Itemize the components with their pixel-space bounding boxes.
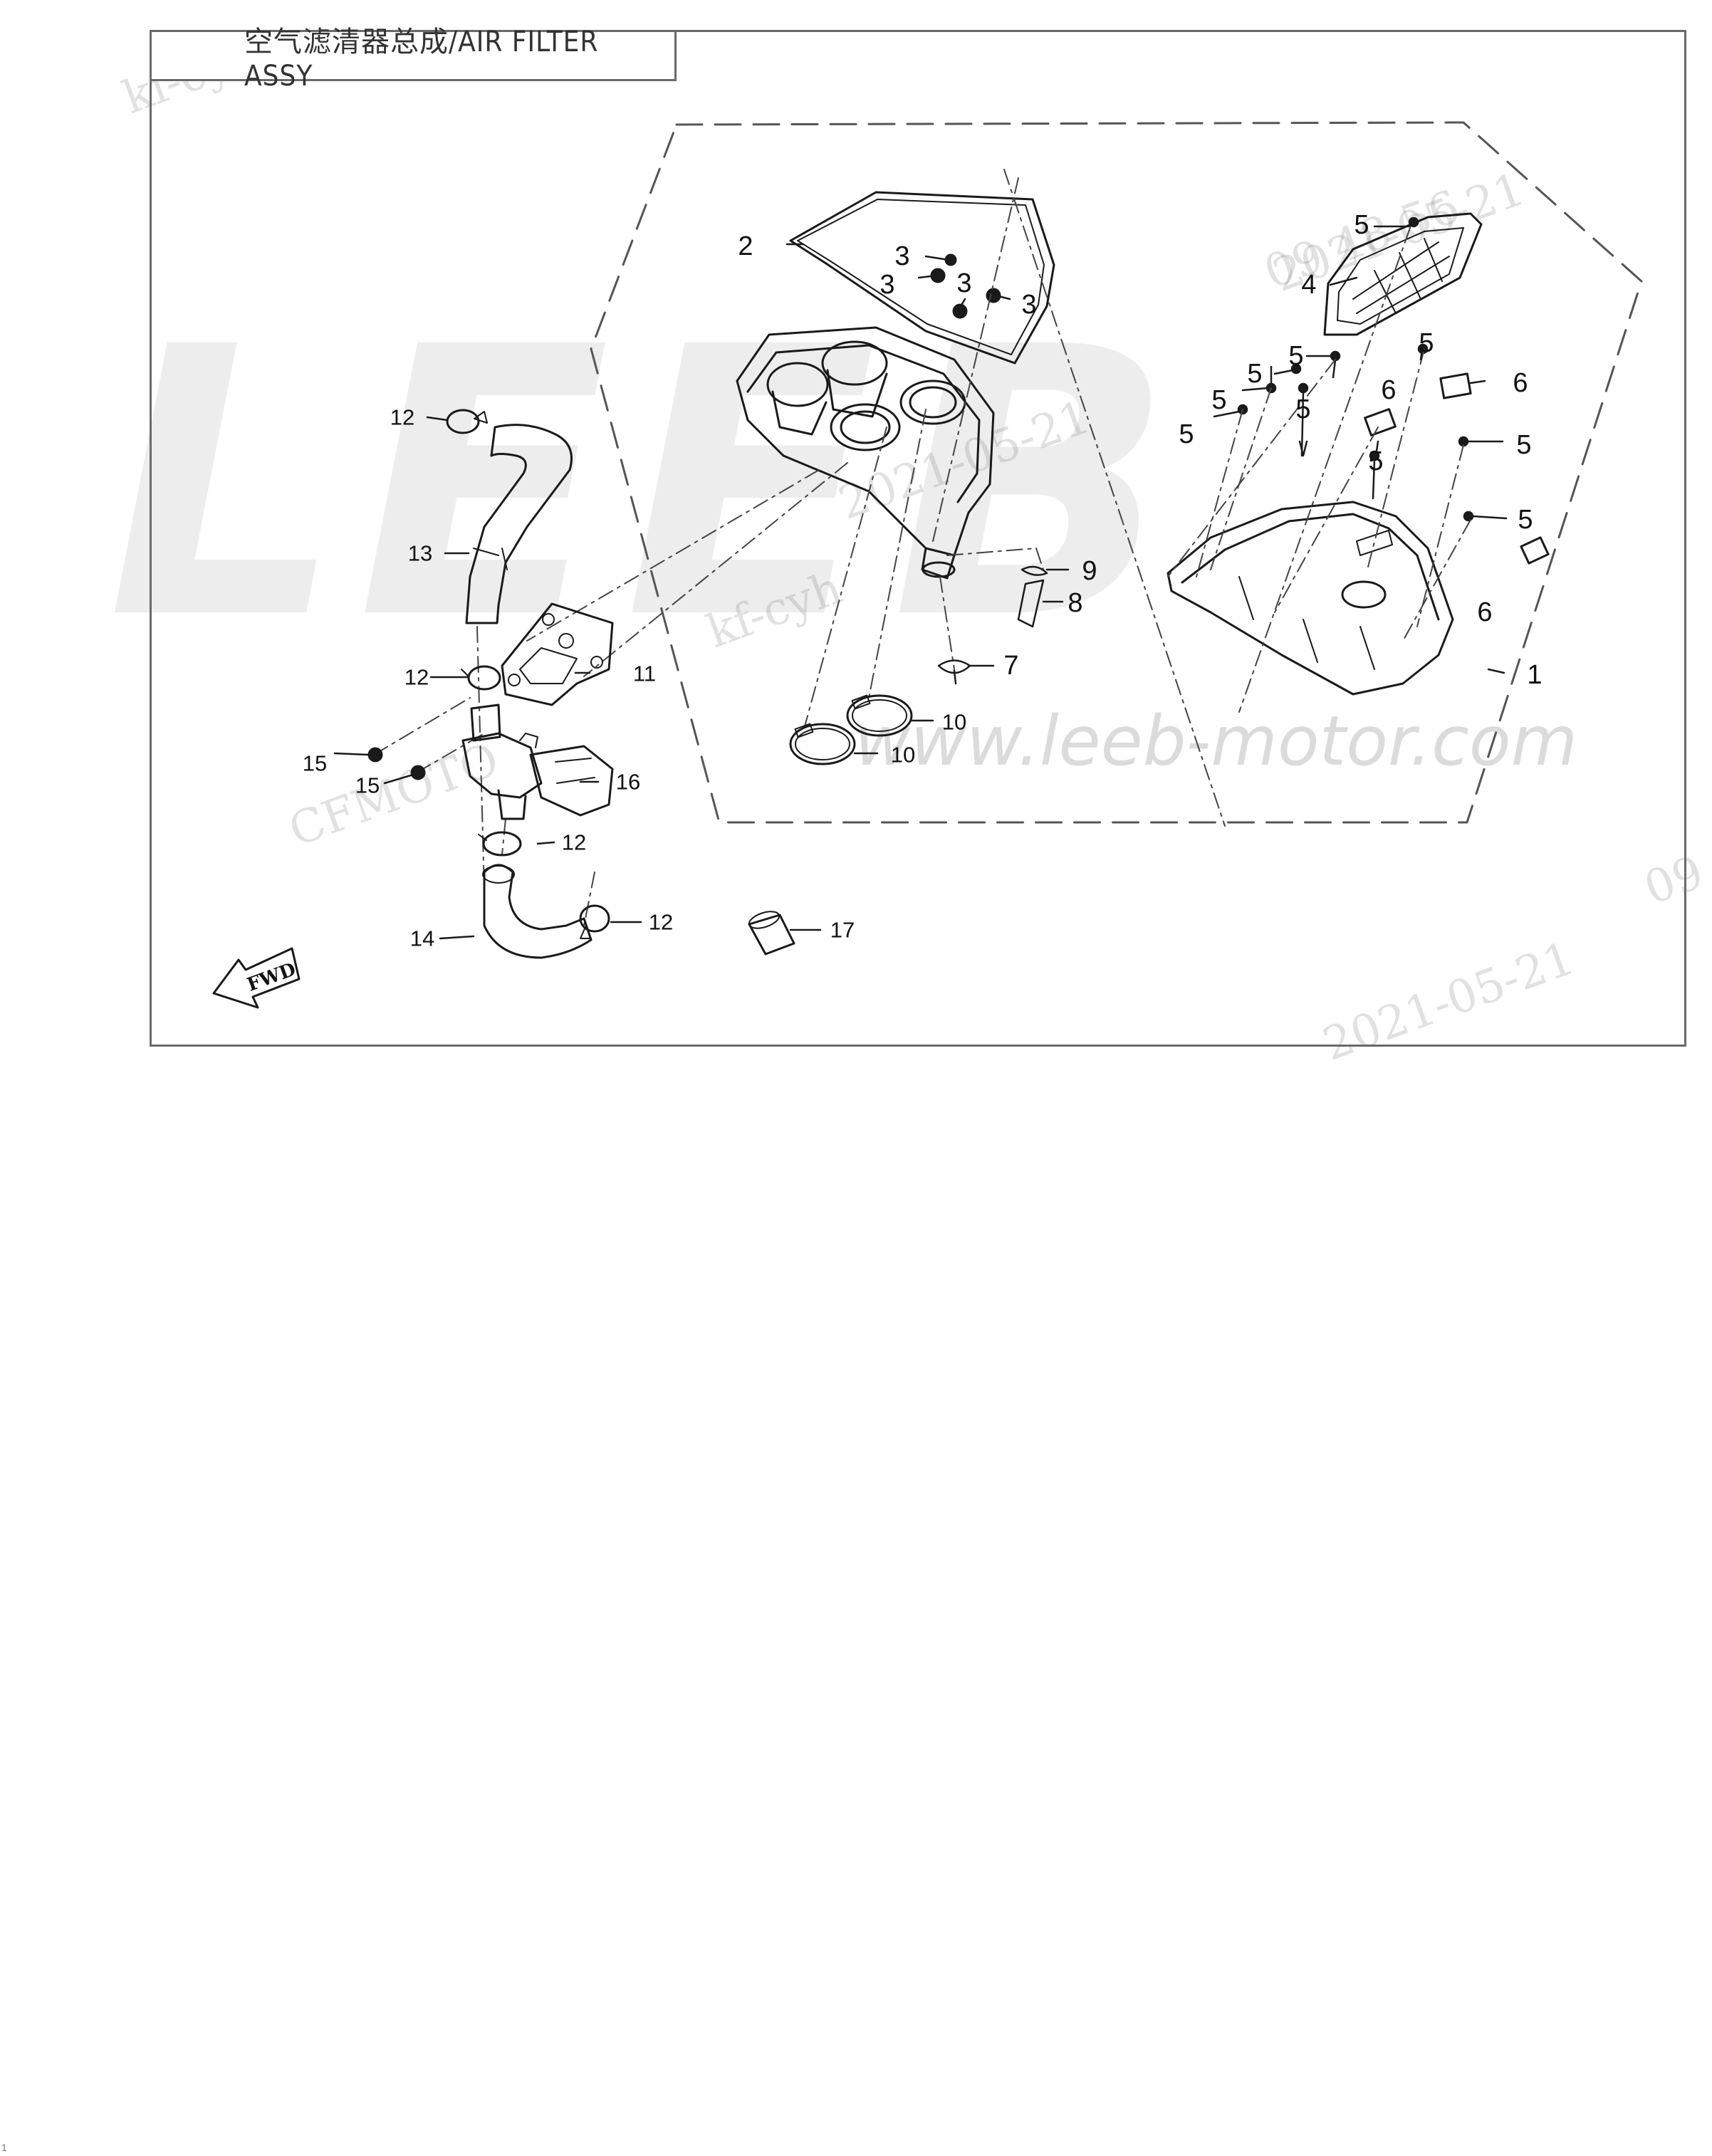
callout-13: 13 [407,540,433,566]
callout-12: 12 [404,664,429,690]
clip-7 [937,659,971,685]
url-watermark: www.leeb-motor.com [855,701,1578,781]
callout-17: 17 [830,917,855,943]
callout-6: 6 [1477,597,1493,627]
air-box-upper-housing [736,326,995,580]
callout-11: 11 [632,661,657,686]
callout-6: 6 [1381,375,1397,405]
diagram-frame [150,30,1686,1047]
callout-5: 5 [1354,210,1369,240]
callout-12: 12 [390,404,415,430]
callout-5: 5 [1368,446,1384,476]
callout-5: 5 [1211,385,1227,415]
fwd-arrow-icon [212,947,301,1009]
bolt-15 [367,747,383,763]
callout-5: 5 [1247,359,1263,389]
callout-12: 12 [648,909,674,935]
callout-1: 1 [1527,660,1543,690]
rubber-cushion [1520,536,1550,565]
callout-5: 5 [1295,394,1311,424]
callout-7: 7 [1003,651,1019,681]
callout-9: 9 [1082,556,1097,586]
callout-14: 14 [409,926,435,951]
callout-15: 15 [355,773,380,798]
page-number: 1 [1,2142,7,2153]
callout-10: 10 [941,709,967,735]
callout-5: 5 [1419,328,1434,358]
callout-3: 3 [894,241,910,271]
callout-6: 6 [1513,368,1528,398]
callout-4: 4 [1301,270,1317,300]
bolt-15 [410,765,426,780]
air-filter-element [1323,212,1483,336]
rubber-cushion [1439,372,1472,399]
sleeve-17 [748,911,795,956]
drain-clip [1021,565,1048,576]
rubber-cushion [1364,408,1397,436]
callout-10: 10 [890,742,916,768]
air-box-lower-housing [1166,501,1454,696]
diagram-title: 空气滤清器总成/AIR FILTER ASSY [150,26,677,93]
callout-5: 5 [1518,505,1533,535]
callout-12: 12 [561,830,587,855]
drain-hose [1017,579,1045,628]
brand-watermark: LEEB [107,268,1189,700]
hose-clamp [789,723,856,765]
callout-2: 2 [738,231,753,261]
callout-8: 8 [1068,588,1083,618]
callout-5: 5 [1516,430,1532,460]
secondary-air-valve [461,703,614,820]
callout-5: 5 [1179,419,1194,449]
hose-14 [483,864,593,959]
cover-gasket [789,191,1055,365]
gasket-plate-11 [501,602,614,706]
callout-3: 3 [956,268,972,298]
callout-3: 3 [880,270,895,300]
hose-13 [465,424,573,624]
callout-16: 16 [615,769,641,795]
callout-3: 3 [1021,290,1037,320]
screws-5 [1237,216,1474,522]
hose-clamps-12 [446,409,610,939]
callout-5: 5 [1288,341,1304,371]
hose-clamp [846,694,913,737]
dashed-assembly-boundary [590,121,1643,824]
callout-15: 15 [302,750,328,776]
